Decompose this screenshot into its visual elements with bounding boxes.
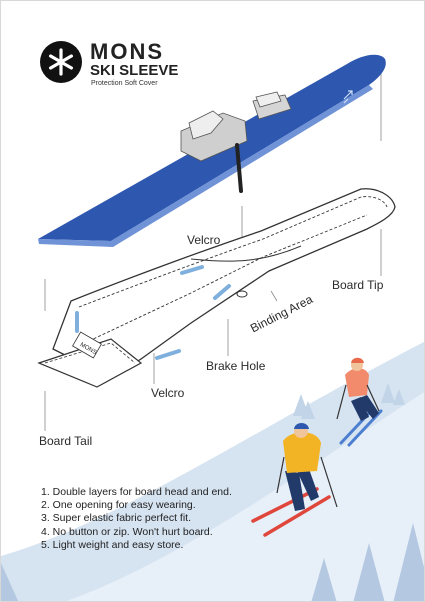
label-board-tail: Board Tail — [39, 434, 93, 448]
snow-slope-highlight — [66, 392, 424, 601]
brake-hole — [236, 290, 248, 298]
label-board-tip: Board Tip — [332, 278, 384, 292]
snowflake-asterisk-icon — [40, 41, 82, 83]
label-brake-hole: Brake Hole — [206, 359, 266, 373]
feature-item: 4. No button or zip. Won't hurt board. — [41, 525, 213, 538]
feature-item: 1. Double layers for board head and end. — [41, 486, 232, 498]
brand-name: MONS — [90, 39, 164, 64]
product-tagline: Protection Soft Cover — [91, 80, 158, 87]
label-velcro-bottom: Velcro — [151, 386, 185, 400]
product-name: SKI SLEEVE — [90, 62, 179, 79]
velcro-strips — [75, 265, 231, 360]
ski-tip-logo-icon — [343, 90, 353, 104]
sleeve-inner-fold — [190, 245, 302, 262]
sleeve-tag — [72, 331, 102, 359]
binding-rear — [180, 110, 248, 193]
skier-top — [336, 357, 383, 447]
label-velcro-top: Velcro — [187, 233, 221, 247]
skier-bottom — [251, 423, 338, 537]
sleeve-stitching — [78, 196, 388, 342]
tree-group-far — [293, 383, 405, 419]
feature-list: 1. Double layers for board head and end.… — [41, 486, 232, 552]
binding-front — [252, 91, 292, 120]
feature-item: 3. Super elastic fabric perfect fit. — [41, 512, 191, 525]
tail-pouch-seam — [44, 342, 136, 364]
feature-item: 5. Light weight and easy store. — [41, 538, 184, 551]
tree-group-near — [1, 523, 424, 601]
brand-block: MONS SKI SLEEVE Protection Soft Cover — [40, 41, 178, 88]
pointer-lines — [44, 71, 382, 431]
feature-item: 2. One opening for easy wearing. — [41, 499, 196, 512]
